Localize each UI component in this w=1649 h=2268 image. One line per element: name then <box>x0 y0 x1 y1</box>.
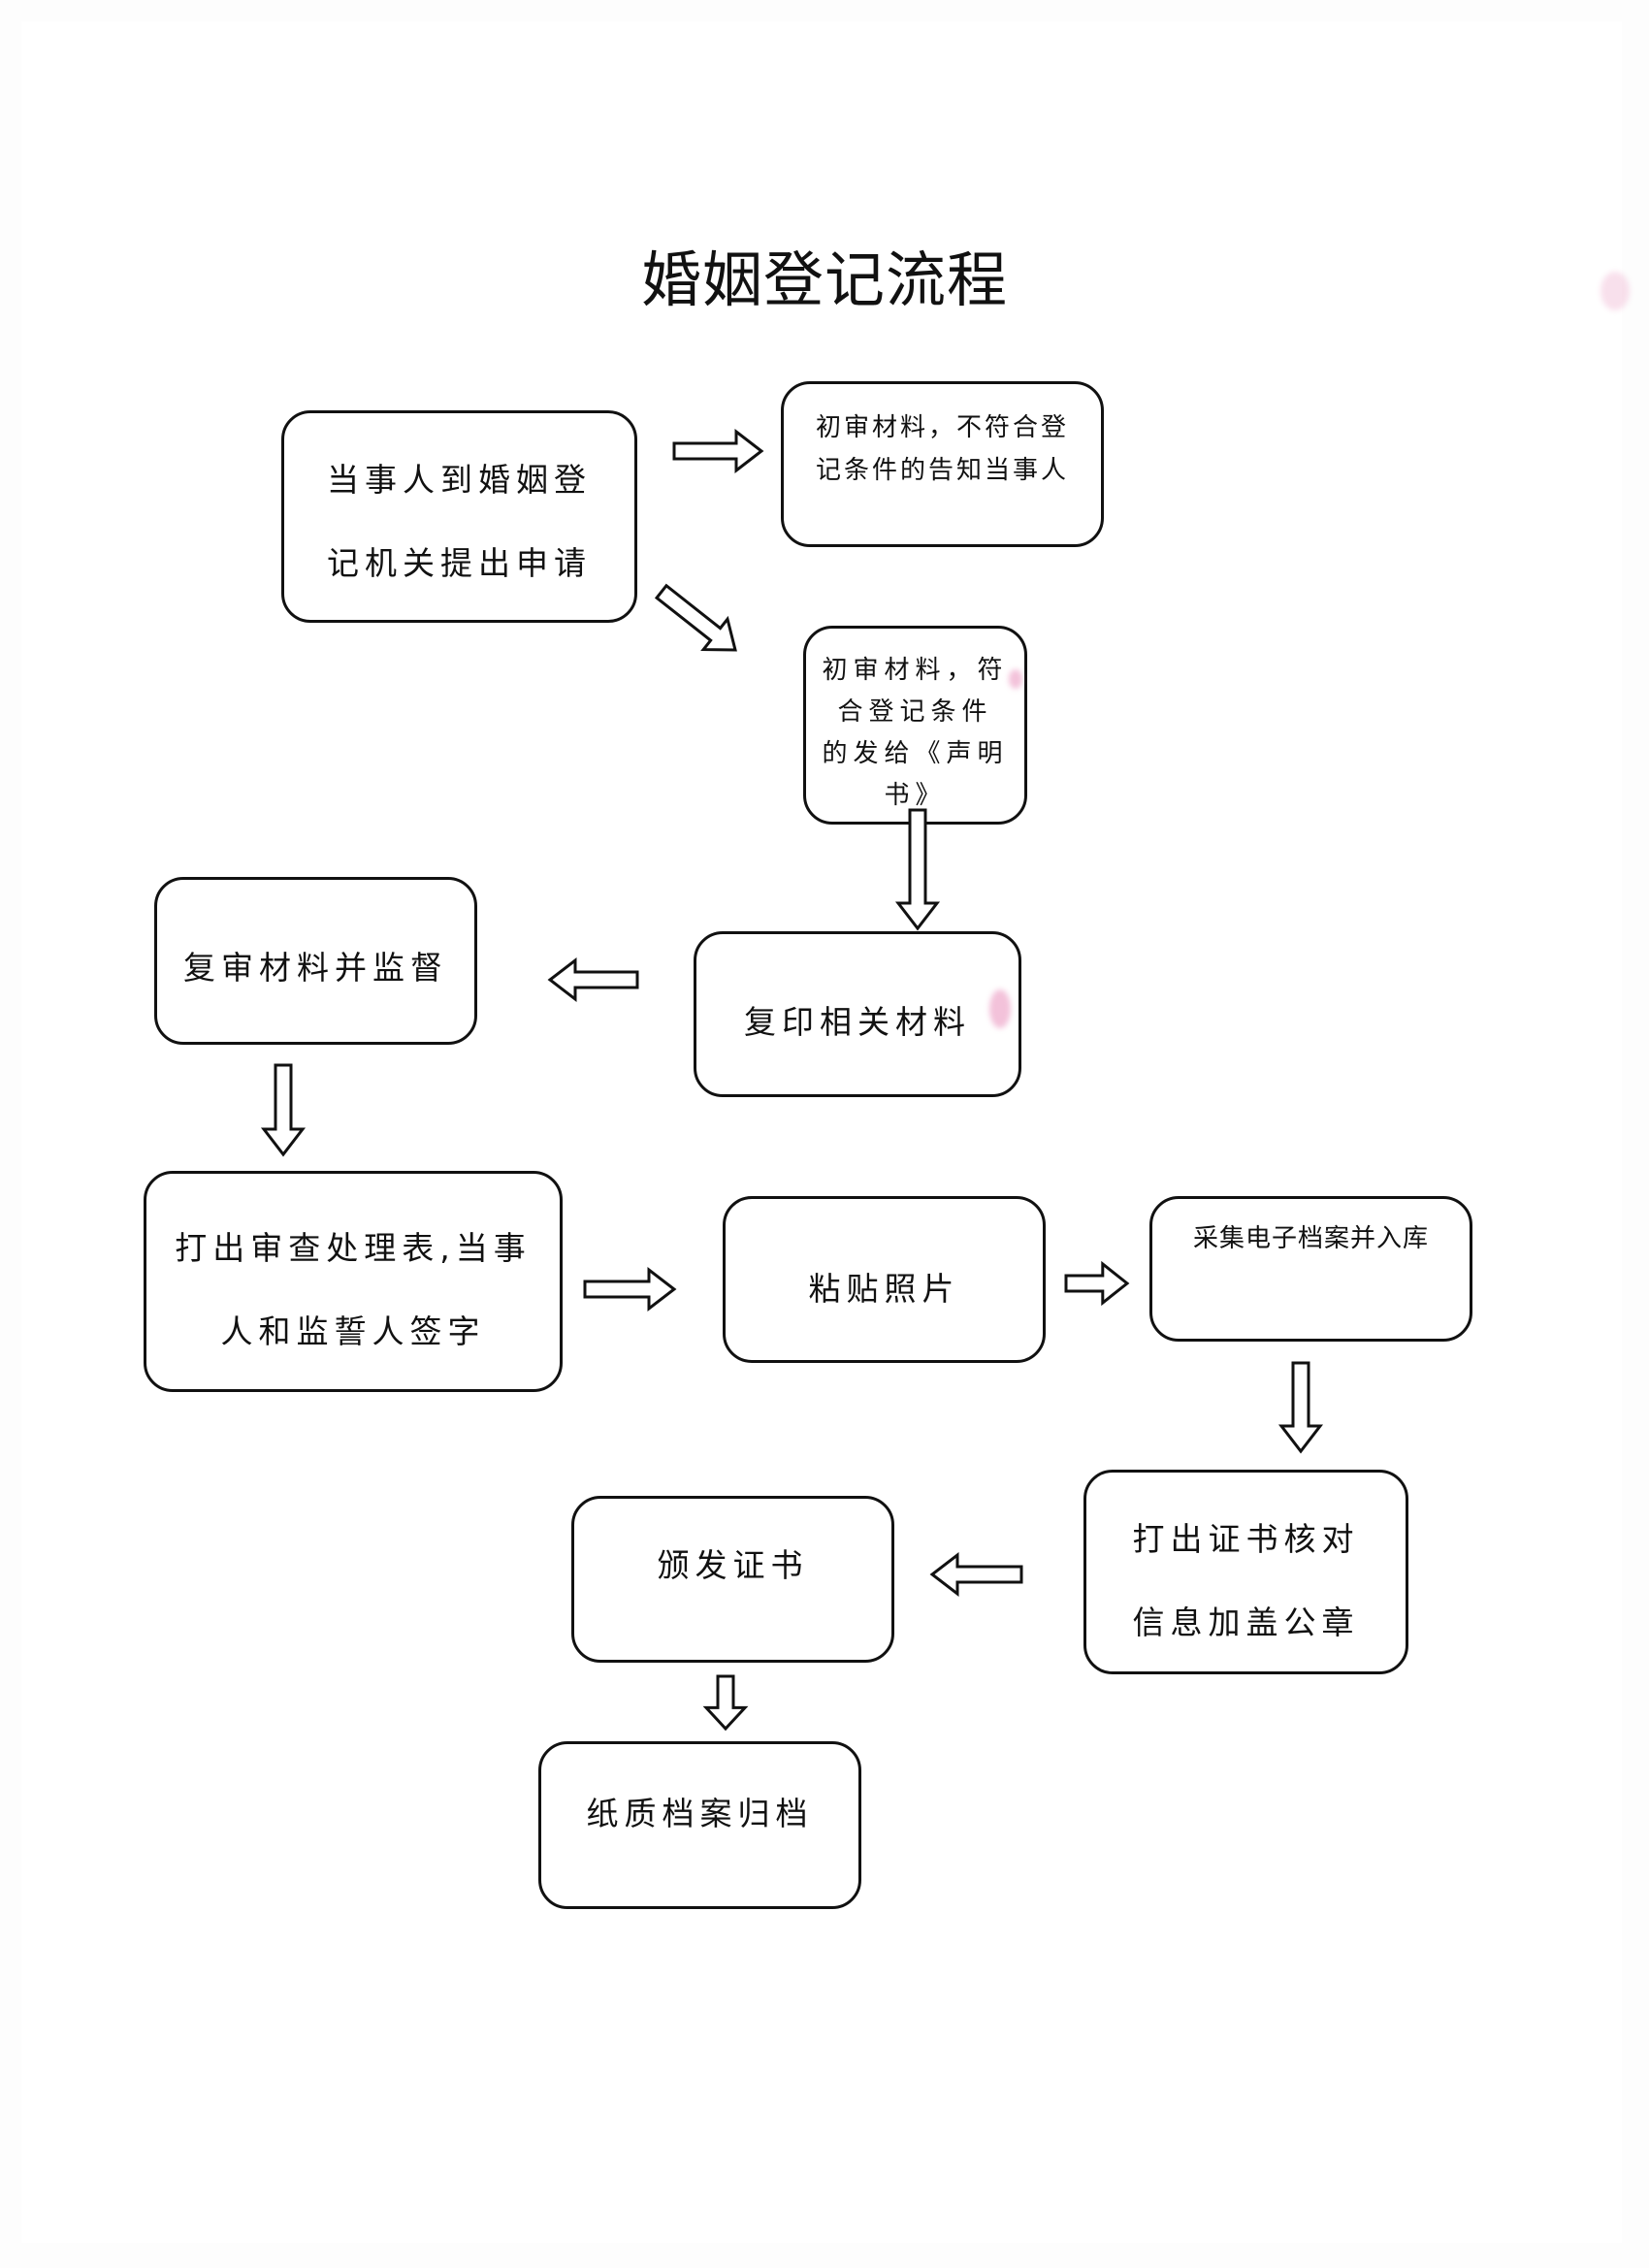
step-text: 粘贴照片 <box>808 1270 960 1308</box>
step-text: 颁发证书 <box>657 1546 809 1584</box>
step-text: 初审材料，不符合登 <box>815 413 1069 442</box>
flow-arrow <box>547 956 639 1003</box>
ink-stain <box>1009 669 1022 689</box>
step-apply: 当事人到婚姻登 记机关提出申请 <box>281 410 637 623</box>
step-text: 记机关提出申请 <box>327 544 592 582</box>
flow-arrow <box>702 1674 749 1732</box>
step-text: 初审材料，符 <box>822 656 1009 685</box>
step-text: 纸质档案归档 <box>586 1795 814 1832</box>
step-archive-paper: 纸质档案归档 <box>538 1741 861 1909</box>
step-issue: 颁发证书 <box>571 1496 894 1663</box>
step-text: 信息加盖公章 <box>1132 1604 1360 1641</box>
step-print-certificate: 打出证书核对 信息加盖公章 <box>1083 1470 1408 1674</box>
flow-arrow <box>260 1063 307 1157</box>
step-text: 复审材料并监督 <box>183 949 448 987</box>
step-text: 当事人到婚姻登 <box>327 461 592 499</box>
step-text: 打出证书核对 <box>1132 1520 1360 1558</box>
step-archive-electronic: 采集电子档案并入库 <box>1149 1196 1472 1342</box>
step-text: 采集电子档案并入库 <box>1192 1224 1429 1253</box>
step-reject: 初审材料，不符合登 记条件的告知当事人 <box>781 381 1104 547</box>
step-text: 人和监誓人签字 <box>220 1312 486 1350</box>
step-text: 复印相关材料 <box>744 1003 971 1041</box>
step-text: 记条件的告知当事人 <box>815 456 1069 485</box>
step-text: 书》 <box>884 781 947 810</box>
flow-arrow <box>1277 1361 1324 1454</box>
flow-arrow <box>929 1551 1023 1598</box>
flow-arrow <box>1064 1260 1130 1307</box>
step-photo: 粘贴照片 <box>723 1196 1046 1363</box>
flow-arrow <box>654 583 737 652</box>
step-text: 打出审查处理表,当事 <box>175 1229 532 1267</box>
step-copy: 复印相关材料 <box>694 931 1021 1097</box>
flow-arrow <box>583 1266 677 1312</box>
flow-arrow <box>894 808 941 931</box>
page-title: 婚姻登记流程 <box>640 244 1008 315</box>
step-print-form: 打出审查处理表,当事 人和监誓人签字 <box>144 1171 563 1392</box>
ink-stain <box>989 989 1011 1028</box>
step-review: 复审材料并监督 <box>154 877 477 1045</box>
flow-arrow <box>672 428 764 474</box>
step-text: 的发给《声明 <box>822 739 1009 768</box>
ink-stain <box>1600 272 1630 310</box>
step-text: 合登记条件 <box>837 697 993 727</box>
